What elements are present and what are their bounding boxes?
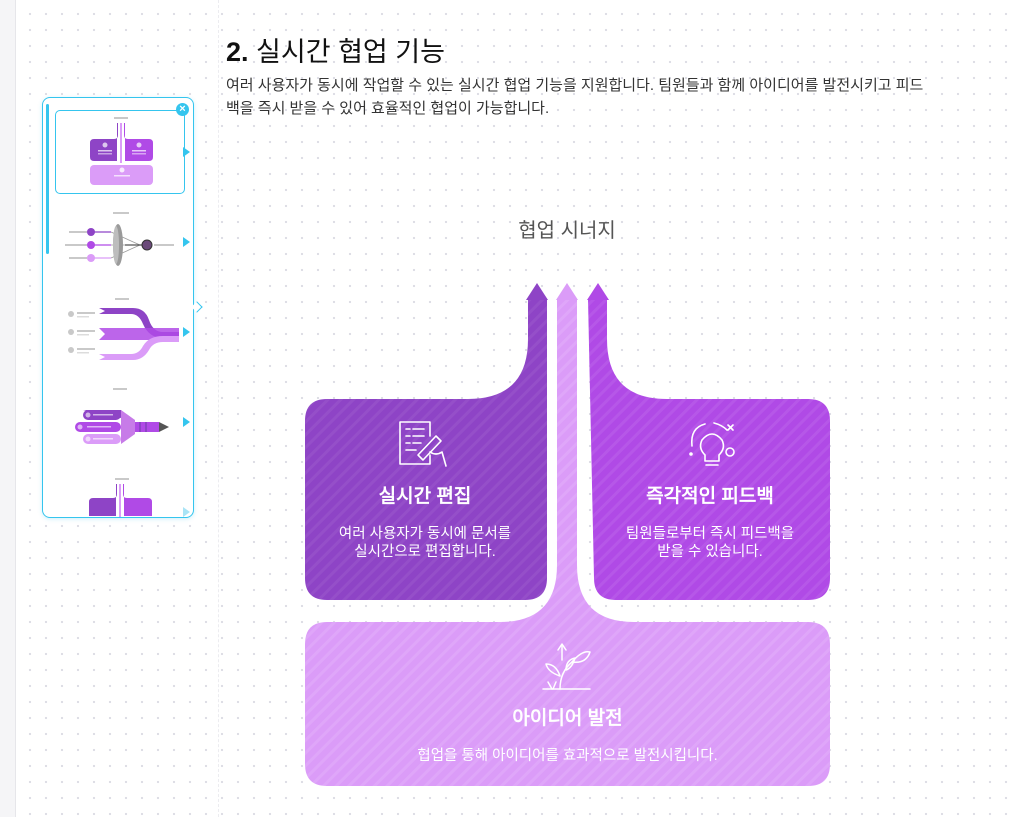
lightbulb-icon bbox=[689, 422, 735, 466]
card-body: 협업을 통해 아이디어를 효과적으로 발전시킵니다. bbox=[417, 748, 718, 764]
thumbnail-split-arrow[interactable] bbox=[55, 110, 185, 194]
section-title: 실시간 협업 기능 bbox=[256, 37, 445, 67]
card-idea-development: 아이디어 발전 협업을 통해 아이디어를 효과적으로 발전시킵니다. bbox=[340, 703, 795, 765]
diagram-title: 협업 시너지 bbox=[518, 220, 616, 242]
idea-development-shape bbox=[305, 283, 830, 786]
thumbnail-select-arrow-5[interactable] bbox=[183, 507, 190, 517]
thumbnail-select-arrow-3[interactable] bbox=[183, 327, 190, 337]
card-instant-feedback: 즉각적인 피드백 팀원들로부터 즉시 피드백을 받을 수 있습니다. bbox=[605, 481, 815, 561]
thumbnail-select-arrow-2[interactable] bbox=[183, 237, 190, 247]
left-rail bbox=[0, 0, 16, 817]
card-realtime-edit: 실시간 편집 여러 사용자가 동시에 문서를 실시간으로 편집합니다. bbox=[325, 481, 525, 561]
thumbnail-arrow-merge[interactable] bbox=[55, 292, 185, 376]
panel-scrollbar[interactable] bbox=[46, 104, 49, 254]
card-title: 아이디어 발전 bbox=[512, 708, 623, 729]
growing-plant-icon bbox=[542, 643, 591, 690]
card-title: 즉각적인 피드백 bbox=[646, 486, 774, 507]
card-title: 실시간 편집 bbox=[378, 486, 472, 507]
thumbnail-split-arrow-2[interactable] bbox=[55, 472, 185, 517]
card-body: 여러 사용자가 동시에 문서를 실시간으로 편집합니다. bbox=[338, 526, 512, 560]
guide-line bbox=[218, 0, 219, 817]
instant-feedback-shape bbox=[587, 283, 830, 600]
thumbnail-pencil[interactable] bbox=[55, 382, 185, 466]
card-body: 팀원들로부터 즉시 피드백을 받을 수 있습니다. bbox=[625, 526, 795, 560]
page-title: 2. 실시간 협업 기능 bbox=[226, 30, 445, 69]
realtime-edit-shape bbox=[305, 283, 548, 600]
document-edit-icon bbox=[399, 421, 447, 467]
thumbnail-select-arrow-1[interactable] bbox=[183, 147, 190, 157]
page-description: 여러 사용자가 동시에 작업할 수 있는 실시간 협업 기능을 지원합니다. 팀… bbox=[226, 77, 924, 117]
thumbnail-select-arrow-4[interactable] bbox=[183, 417, 190, 427]
thumbnail-funnel-merge[interactable] bbox=[55, 202, 185, 286]
section-number: 2. bbox=[226, 37, 249, 67]
close-panel-icon[interactable]: × bbox=[176, 103, 189, 116]
